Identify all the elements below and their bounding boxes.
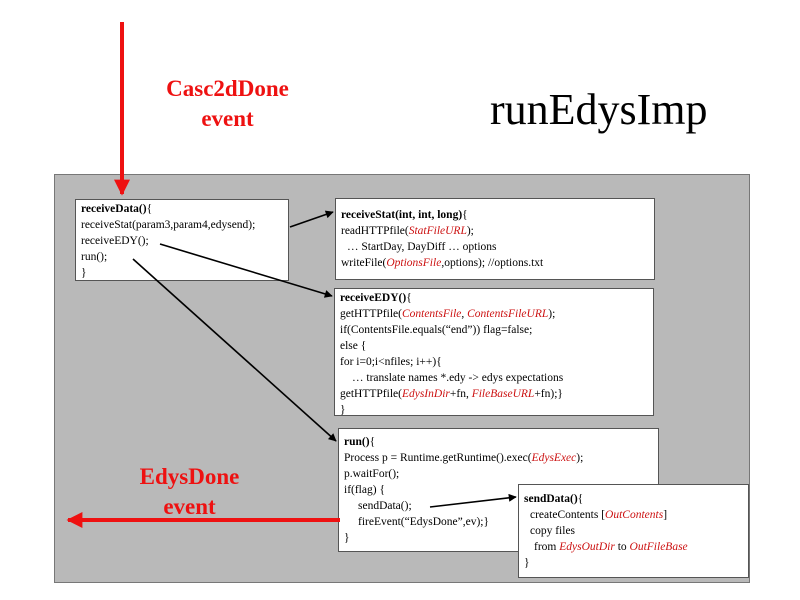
code-line: } [344,530,655,546]
variable-name: FileBaseURL [471,388,535,400]
code-text: } [344,532,350,544]
code-line: from EdysOutDir to OutFileBase [524,539,745,555]
method-signature: sendData() [524,493,578,505]
code-line: copy files [524,523,745,539]
code-text: ,options); //options.txt [441,257,544,269]
code-text: { [146,203,153,215]
outgoing-event-label: EdysDone event [112,462,267,522]
variable-name: EdysExec [531,452,577,464]
code-line: readHTTPfile(StatFileURL); [341,223,651,239]
code-line: if(flag) { [344,482,655,498]
code-text: p.waitFor(); [344,468,400,480]
code-line: sendData(){ [524,491,745,507]
code-text: } [524,557,530,569]
code-text: writeFile( [341,257,387,269]
code-line: fireEvent(“EdysDone”,ev);} [344,514,655,530]
code-text: { [406,292,412,304]
code-text: receiveStat(param3,param4,edysend); [81,219,256,231]
code-line: receiveData(){ [81,201,285,217]
code-text: } [340,404,346,416]
outgoing-event-name: EdysDone [139,464,240,489]
code-line: … translate names *.edy -> edys expectat… [340,370,650,386]
code-text: { [462,209,468,221]
code-line: … StartDay, DayDiff … options [341,239,651,255]
receivedata-box: receiveData(){ receiveStat(param3,param4,… [75,199,289,281]
code-text: ] [663,509,668,521]
code-line: if(ContentsFile.equals(“end”)) flag=fals… [340,322,650,338]
code-text: to [614,541,630,553]
code-text: getHTTPfile( [340,308,402,320]
code-text: ); [466,225,474,237]
code-line: receiveStat(int, int, long){ [341,207,651,223]
code-text: createContents [ [530,509,606,521]
call-arrow-run [132,258,337,442]
variable-name: StatFileURL [408,225,467,237]
code-text: copy files [530,525,576,537]
incoming-event-label: Casc2dDone event [150,74,305,134]
call-arrow-receiveedy [159,243,333,298]
code-text: run(); [81,251,108,263]
variable-name: EdysOutDir [559,541,615,553]
code-line: writeFile(OptionsFile,options); //option… [341,255,651,271]
method-signature: receiveData() [81,203,147,215]
code-text: , [461,308,468,320]
receiveedy-box: receiveEDY(){getHTTPfile(ContentsFile, C… [334,288,654,416]
code-line: } [524,555,745,571]
variable-name: OptionsFile [386,257,442,269]
call-arrow-senddata [429,493,517,508]
code-text: … translate names *.edy -> edys expectat… [352,372,564,384]
incoming-event-word: event [201,106,254,131]
code-line: } [81,265,285,280]
call-arrow-receivestat [289,210,334,228]
code-text: { [577,493,584,505]
code-line: run(); [81,249,285,265]
code-text: fireEvent(“EdysDone”,ev);} [358,516,490,528]
code-line: run(){ [344,434,655,450]
code-line: getHTTPfile(ContentsFile, ContentsFileUR… [340,306,650,322]
method-signature: receiveStat(int, int, long) [341,209,463,221]
code-text: +fn, [449,388,472,400]
code-text: if(ContentsFile.equals(“end”)) flag=fals… [340,324,533,336]
receivestat-box: receiveStat(int, int, long){readHTTPfile… [335,198,655,280]
variable-name: ContentsFile [401,308,462,320]
variable-name: OutFileBase [629,541,688,553]
code-text: from [534,541,560,553]
code-line: } [340,402,650,416]
variable-name: OutContents [605,509,664,521]
code-text: getHTTPfile( [340,388,402,400]
code-line: Process p = Runtime.getRuntime().exec(Ed… [344,450,655,466]
code-text: readHTTPfile( [341,225,409,237]
code-text: { [369,436,376,448]
code-line: for i=0;i<nfiles; i++){ [340,354,650,370]
variable-name: EdysInDir [401,388,450,400]
outgoing-event-word: event [163,494,216,519]
code-line: else { [340,338,650,354]
code-line: receiveStat(param3,param4,edysend); [81,217,285,233]
code-text: else { [340,340,367,352]
method-signature: run() [344,436,370,448]
code-text: } [81,267,87,279]
code-text: receiveEDY(); [81,235,149,247]
senddata-box: sendData(){createContents [OutContents]c… [518,484,749,578]
code-line: sendData(); [344,498,655,514]
code-line: getHTTPfile(EdysInDir+fn, FileBaseURL+fn… [340,386,650,402]
code-line: receiveEDY(); [81,233,285,249]
code-text: sendData(); [358,500,412,512]
code-line: p.waitFor(); [344,466,655,482]
code-text: if(flag) { [344,484,385,496]
code-text: ); [548,308,556,320]
code-text: … StartDay, DayDiff … options [347,241,497,253]
code-text: +fn);} [534,388,563,400]
code-text: Process p = Runtime.getRuntime().exec( [344,452,532,464]
code-line: receiveEDY(){ [340,290,650,306]
diagram-title: runEdysImp [490,85,708,134]
method-signature: receiveEDY() [340,292,407,304]
variable-name: ContentsFileURL [467,308,549,320]
code-text: ); [576,452,584,464]
incoming-event-name: Casc2dDone [166,76,289,101]
code-line: createContents [OutContents] [524,507,745,523]
code-text: for i=0;i<nfiles; i++){ [340,356,442,368]
